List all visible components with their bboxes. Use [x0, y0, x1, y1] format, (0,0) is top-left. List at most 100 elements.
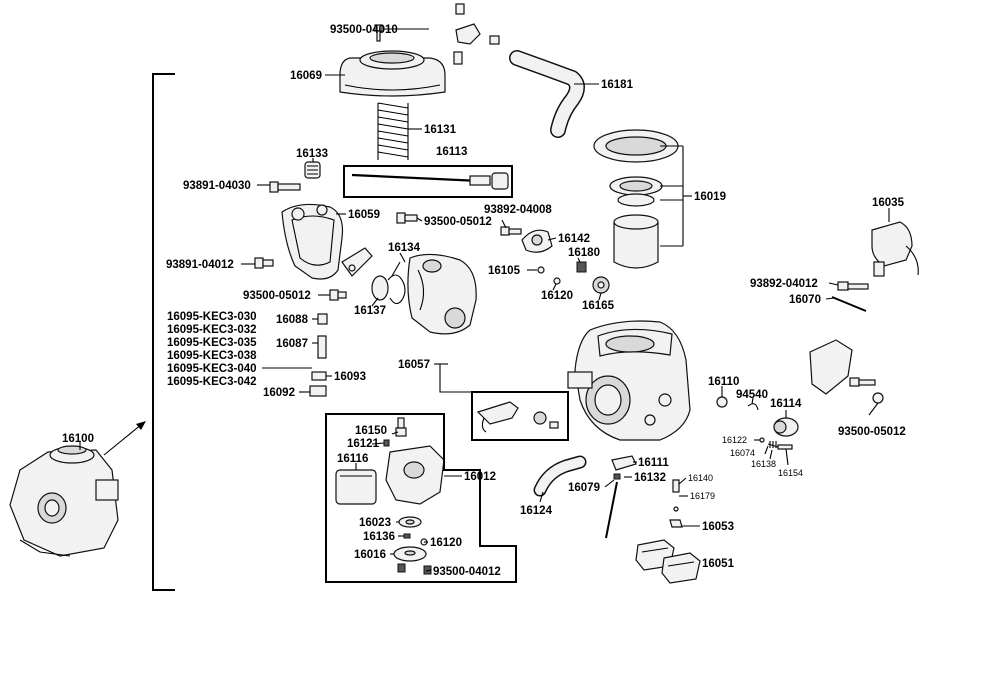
label-16180: 16180	[568, 247, 600, 259]
spring-drawing	[377, 102, 409, 160]
label-16074: 16074	[730, 448, 755, 458]
label-16059: 16059	[348, 209, 380, 221]
label-16138: 16138	[751, 459, 776, 469]
label-16111: 16111	[638, 457, 669, 469]
mounting-bracket-drawing	[809, 339, 884, 404]
label-16120-a: 16120	[541, 290, 573, 302]
clip-bracket-drawing	[453, 3, 500, 65]
carburetor-chamber-drawing	[407, 253, 477, 335]
diaphragm-piston-drawing	[593, 129, 679, 269]
label-16150: 16150	[355, 425, 387, 437]
label-16136: 16136	[363, 531, 395, 543]
label-16113: 16113	[436, 146, 467, 158]
complete-carburetor-drawing	[9, 445, 119, 557]
carburetor-body-drawing	[567, 320, 691, 441]
label-93500-04010-top: 93500-04010	[330, 24, 398, 36]
float-parts-drawing	[716, 396, 799, 437]
label-16100: 16100	[62, 433, 94, 445]
label-16105: 16105	[488, 265, 521, 277]
screw-drawing	[329, 289, 347, 301]
label-16088: 16088	[276, 314, 309, 326]
label-16092: 16092	[263, 387, 295, 399]
diaphragm-discs-drawing	[393, 516, 432, 575]
assembly-bracket	[152, 73, 175, 591]
label-16016: 16016	[354, 549, 386, 561]
choke-cable-drawing	[831, 281, 869, 312]
label-16079: 16079	[568, 482, 600, 494]
label-16035: 16035	[872, 197, 905, 209]
label-16087: 16087	[276, 338, 308, 350]
float-valve-drawing	[383, 417, 407, 447]
float-chamber-drawing	[385, 445, 445, 505]
label-93892-04012: 93892-04012	[750, 278, 818, 290]
label-16133: 16133	[296, 148, 328, 160]
jet-needle-box	[343, 165, 513, 198]
label-16095-kec3-032: 16095-KEC3-032	[167, 324, 257, 336]
mixture-screw-drawing	[759, 437, 793, 450]
throttle-spring-drawing	[371, 261, 406, 305]
label-16093: 16093	[334, 371, 366, 383]
label-16140: 16140	[688, 473, 713, 483]
label-16053: 16053	[702, 521, 734, 533]
label-16095-kec3-042: 16095-KEC3-042	[167, 376, 257, 388]
throttle-bracket-drawing	[281, 203, 344, 280]
label-93500-04012: 93500-04012	[433, 566, 501, 578]
label-16142: 16142	[558, 233, 590, 245]
label-16154: 16154	[778, 468, 803, 478]
label-94540: 94540	[736, 389, 768, 401]
screw-drawing	[396, 212, 418, 224]
label-93500-05012-left: 93500-05012	[243, 290, 311, 302]
label-93891-04012: 93891-04012	[166, 259, 234, 271]
label-16116: 16116	[337, 453, 368, 465]
label-16137: 16137	[354, 305, 386, 317]
part-number-labels: 93500-04010 16069 16131 16133 16113 9389…	[62, 24, 906, 578]
label-16132: 16132	[634, 472, 666, 484]
label-16070: 16070	[789, 294, 821, 306]
label-16019: 16019	[694, 191, 726, 203]
label-16131: 16131	[424, 124, 457, 136]
label-93891-04030: 93891-04030	[183, 180, 251, 192]
pilot-screw-drawing	[669, 479, 683, 528]
choke-plunger-drawing	[871, 221, 919, 277]
small-fittings-drawing	[537, 261, 610, 294]
jet-needle-drawing	[351, 172, 509, 190]
fuel-hose-drawing	[509, 50, 585, 138]
label-16121: 16121	[347, 438, 380, 450]
label-16095-kec3-038: 16095-KEC3-038	[167, 350, 257, 362]
cable-bracket-drawing	[476, 401, 559, 433]
label-16165: 16165	[582, 300, 615, 312]
label-16012: 16012	[464, 471, 496, 483]
label-16179: 16179	[690, 491, 715, 501]
label-16134: 16134	[388, 242, 421, 254]
label-93892-04008: 93892-04008	[484, 204, 552, 216]
label-16110: 16110	[708, 376, 739, 388]
label-16124: 16124	[520, 505, 553, 517]
cover-plate-drawing	[521, 229, 553, 253]
label-16181: 16181	[601, 79, 634, 91]
label-16051: 16051	[702, 558, 735, 570]
label-16069: 16069	[290, 70, 322, 82]
throttle-lever-drawing	[341, 247, 373, 277]
small-screw-drawing	[500, 226, 522, 236]
label-16114: 16114	[770, 398, 802, 410]
cable-bracket-box	[471, 391, 569, 441]
jets-drawing	[309, 313, 328, 397]
label-16057: 16057	[398, 359, 430, 371]
label-16120-b: 16120	[430, 537, 462, 549]
screw-drawing	[254, 257, 274, 269]
drain-hose-drawing	[533, 455, 587, 497]
label-16095-kec3-035: 16095-KEC3-035	[167, 337, 257, 349]
carburetor-top-cover-drawing	[339, 50, 446, 97]
needle-jet-drawing	[605, 455, 637, 539]
leader-lines	[79, 28, 890, 572]
label-16122: 16122	[722, 435, 747, 445]
screw-drawing	[374, 24, 383, 42]
needle-clip-drawing	[304, 161, 321, 179]
float-chamber-box	[325, 413, 517, 583]
label-16095-kec3-030: 16095-KEC3-030	[167, 311, 257, 323]
label-93500-05012-mid: 93500-05012	[424, 216, 492, 228]
label-16023: 16023	[359, 517, 391, 529]
long-screw-drawing	[269, 181, 301, 193]
